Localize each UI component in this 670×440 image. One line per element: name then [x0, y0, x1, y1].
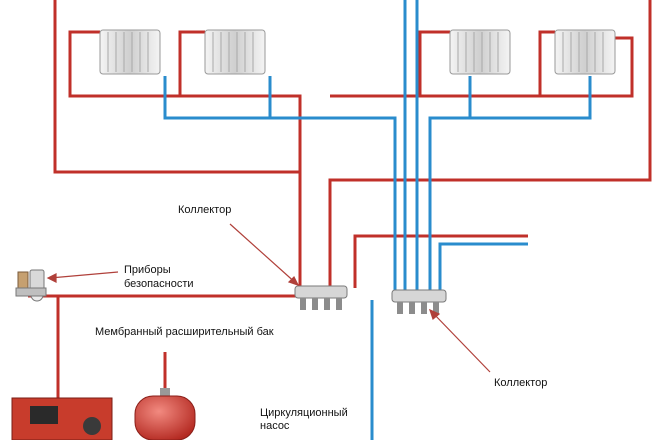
return-right-loop-b [470, 76, 592, 120]
collector-left-pointer [229, 223, 299, 286]
expansion-tank [134, 388, 196, 440]
supply-main-left-riser [53, 0, 302, 288]
supply-pipes [28, 0, 652, 405]
radiator-2 [204, 29, 266, 75]
supply-floor-branch [353, 234, 528, 288]
supply-left-radiator-2 [178, 30, 205, 96]
supply-right-radiator-2 [420, 30, 555, 98]
boiler [11, 397, 113, 440]
return-right-loop [428, 76, 472, 292]
pump-label-line1: Циркуляционный [260, 407, 348, 419]
radiator-1 [99, 29, 161, 75]
collector-right [391, 289, 447, 314]
supply-right-radiator-1 [330, 30, 450, 98]
return-floor-branch [438, 242, 528, 292]
collector-left-label: Коллектор [178, 204, 232, 216]
safety-pointer [49, 271, 119, 279]
return-pipes [163, 0, 592, 440]
pump-label-line2: насос [260, 420, 290, 432]
radiator-3 [449, 29, 511, 75]
return-left-loop [163, 76, 397, 292]
supply-main-right-riser [328, 0, 652, 288]
collector-right-pointer [431, 311, 491, 373]
safety-devices [15, 269, 47, 302]
supply-left-radiator-1 [68, 30, 302, 178]
expansion-tank-label: Мембранный расширительный бак [95, 326, 274, 338]
safety-devices-label-line1: Приборы [124, 264, 171, 276]
collector-right-label: Коллектор [494, 377, 548, 389]
collector-left [294, 285, 348, 310]
supply-right-radiator-3 [540, 36, 634, 98]
radiator-4 [554, 29, 616, 75]
safety-devices-label-line2: безопасности [124, 278, 194, 290]
pointer-arrows [46, 223, 491, 373]
